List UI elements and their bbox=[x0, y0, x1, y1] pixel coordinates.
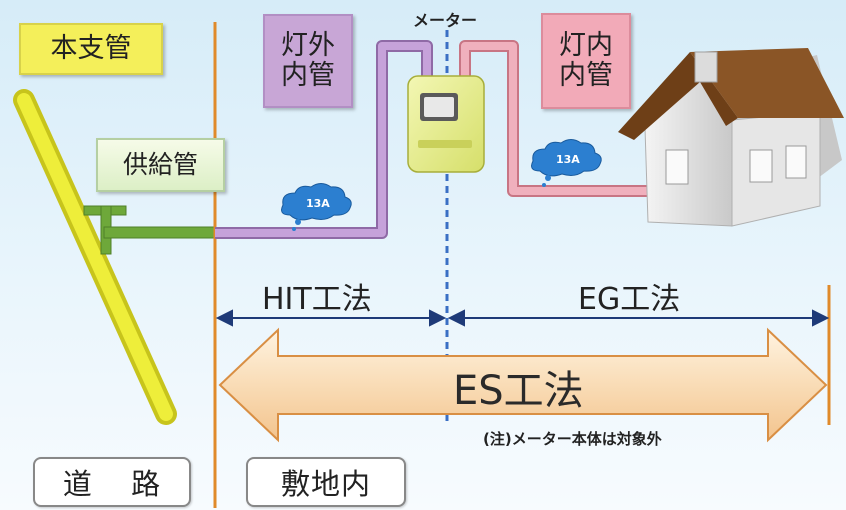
cloud-tag-icon: 13A bbox=[531, 139, 602, 187]
inner-pipe-label-line1: 灯内 bbox=[559, 29, 613, 61]
hit-method-label: HIT工法 bbox=[262, 282, 372, 317]
supply-pipe bbox=[83, 205, 217, 255]
gas-tag-text-2: 13A bbox=[556, 153, 580, 166]
es-method-label: ES工法 bbox=[453, 368, 584, 414]
note-text: (注)メーター本体は対象外 bbox=[483, 430, 662, 448]
outer-pipe bbox=[215, 40, 433, 239]
outer-pipe-label-line2: 内管 bbox=[281, 60, 335, 91]
gas-meter-icon bbox=[407, 75, 485, 173]
inner-pipe-label: 灯内 内管 bbox=[541, 13, 631, 109]
inner-pipe-label-line2: 内管 bbox=[559, 60, 613, 91]
supply-pipe-label: 供給管 bbox=[96, 138, 225, 192]
outer-pipe-label: 灯外 内管 bbox=[263, 14, 353, 108]
eg-method-label: EG工法 bbox=[578, 282, 681, 317]
gas-tag-text-1: 13A bbox=[306, 197, 330, 210]
main-pipe bbox=[13, 89, 177, 425]
es-double-arrow bbox=[218, 327, 828, 443]
road-label: 道 路 bbox=[33, 457, 191, 507]
meter-label: メーター bbox=[413, 11, 478, 30]
hit-dimension-arrow bbox=[215, 309, 447, 327]
outer-pipe-label-line1: 灯外 bbox=[281, 29, 335, 61]
main-pipe-label: 本支管 bbox=[19, 23, 163, 75]
premises-label: 敷地内 bbox=[246, 457, 406, 507]
cloud-tag-icon: 13A bbox=[281, 183, 352, 231]
inner-pipe bbox=[459, 40, 665, 197]
house-icon bbox=[618, 48, 844, 227]
eg-dimension-arrow bbox=[447, 309, 830, 327]
